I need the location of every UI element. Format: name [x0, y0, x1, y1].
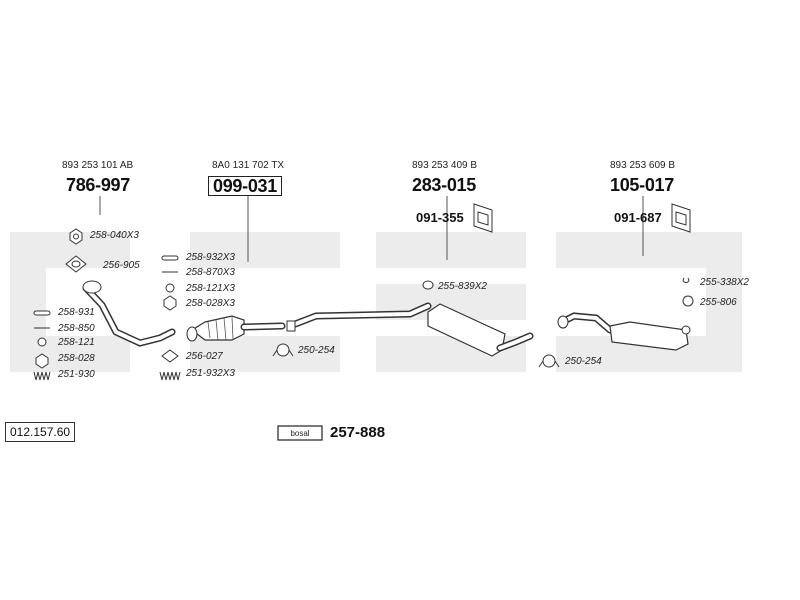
bosal-logo-text: bosal [290, 429, 309, 438]
watermark-logo [10, 232, 742, 372]
accessory-label: 258-040X3 [90, 230, 139, 241]
accessory-label: 258-121 [58, 337, 95, 348]
accessory-label: 258-931 [58, 307, 95, 318]
accessory-label: 258-932X3 [186, 252, 235, 263]
accessory-label: 256-905 [103, 260, 140, 271]
diagram-reference-number: 012.157.60 [5, 422, 76, 442]
sub-part-rear-silencer: 091-687 [614, 210, 662, 225]
part-number-middle-silencer: 283-015 [412, 175, 476, 195]
bosal-logo: bosal [277, 425, 323, 441]
oem-number-front-pipe: 893 253 101 AB [62, 160, 134, 171]
leader-lines [99, 196, 644, 262]
catalytic-converter-drawing [186, 315, 286, 342]
accessory-label: 250-254 [565, 356, 602, 367]
accessory-label: 258-870X3 [186, 267, 235, 278]
middle-silencer-drawing [286, 302, 534, 357]
part-number-rear-silencer: 105-017 [610, 175, 674, 195]
accessory-label: 255-839X2 [438, 281, 487, 292]
rear-silencer-drawing [557, 312, 691, 351]
accessory-label: 258-850 [58, 323, 95, 334]
accessory-label: 251-930 [58, 369, 95, 380]
accessory-label: 255-806 [700, 297, 737, 308]
accessory-label: 255-338X2 [700, 277, 749, 288]
accessory-label: 256-027 [186, 351, 223, 362]
oem-number-rear-silencer: 893 253 609 B [610, 160, 676, 171]
part-number-catalyst: 099-031 [208, 176, 282, 196]
kit-part-number: 257-888 [330, 424, 386, 441]
accessory-label: 251-932X3 [186, 368, 235, 379]
part-number-front-pipe: 786-997 [66, 175, 130, 195]
sub-part-middle-silencer: 091-355 [416, 210, 464, 225]
accessory-label: 258-028 [58, 353, 95, 364]
front-pipe-drawing [82, 280, 176, 347]
oem-number-catalyst: 8A0 131 702 TX [212, 160, 285, 171]
accessory-label: 258-121X3 [186, 283, 235, 294]
accessory-label: 250-254 [298, 345, 335, 356]
accessory-label: 258-028X3 [186, 298, 235, 309]
accessory-icons [33, 203, 694, 381]
oem-number-middle-silencer: 893 253 409 B [412, 160, 478, 171]
